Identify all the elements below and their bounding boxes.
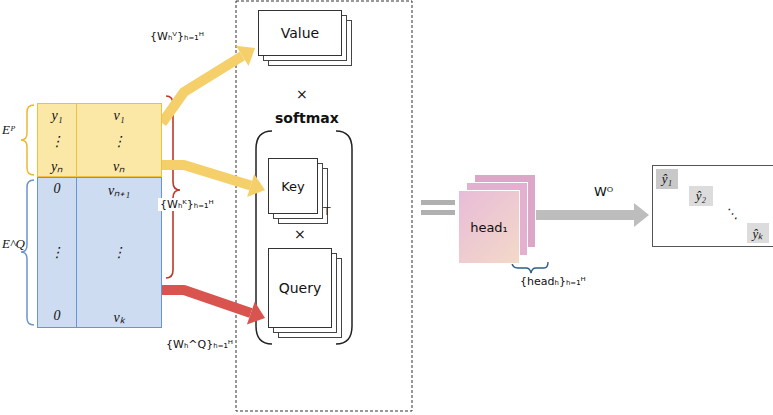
matrix-card: Value [258,10,342,56]
bracket [166,96,180,278]
output-matrix: ŷ₁ ŷ₂ ⋱ŷₖ [652,165,773,247]
function-name: softmax [275,110,339,126]
matrix-name: head₁ [470,220,508,235]
weight-label: {Wₕⱽ}ₕ₌₁ᴴ [148,30,206,43]
matrix-card: Key [268,158,318,214]
arrow-head [634,203,649,227]
output-cell: ⋱ [719,204,743,224]
arrow-shaft [162,290,251,313]
arrow-head [247,174,265,197]
brace [21,105,34,175]
operator-symbol: ⊤ [322,205,332,218]
embedding-table: E^Q0vₙ₊₁⋮⋮0vₖ [37,177,162,328]
table-cell: ⋮ [38,200,77,305]
weight-label: {Wₕ^Q}ₕ₌₁ᴴ [164,338,235,351]
table-cell: vₖ [77,305,161,327]
table-cell: vₙ₊₁ [77,178,161,200]
equals-sign [421,210,455,215]
block-arrow [162,290,265,324]
output-cell: ŷ₂ [689,186,713,206]
matrix-card: Query [268,248,332,328]
weight-label: Wᴼ [592,184,615,199]
table-cell: yₙ [38,154,77,176]
block-arrow [162,46,255,123]
matrix-name: Value [281,25,319,41]
brace [21,180,34,325]
table-cell: ⋮ [77,200,161,305]
table-cell: 0 [38,178,77,200]
table-cell: y₁ [38,104,77,128]
output-cell: ŷₖ [747,223,769,243]
operator-symbol: × [294,226,306,242]
matrix-name: Eᴾ [2,122,15,138]
output-cell: ŷ₁ [656,169,678,189]
arrow-shaft [520,210,634,220]
block-arrow [162,165,265,197]
parenthesis [336,131,352,344]
table-cell: ⋮ [77,128,161,154]
table-cell: ⋮ [38,128,77,154]
matrix-name: Query [279,280,322,296]
arrow-shaft [162,56,242,123]
matrix-name: Key [281,179,305,194]
weight-label: {Wₕᴷ}ₕ₌₁ᴴ [158,198,216,211]
dashed-group [236,1,412,411]
table-cell: v₁ [77,104,161,128]
arrow-head [236,46,255,66]
equals-sign [421,200,455,205]
table-cell: 0 [38,305,77,327]
matrix-card: head₁ [458,190,520,264]
embedding-table: Eᴾy₁v₁⋮⋮yₙvₙ [37,103,162,177]
arrow-shaft [162,165,251,186]
matrix-name: E^Q [2,236,25,252]
arrow-head [247,302,265,325]
block-arrow [520,203,649,227]
table-cell: vₙ [77,154,161,176]
operator-symbol: × [296,86,308,102]
head-set-label: {headₕ}ₕ₌₁ᴴ [520,275,586,288]
